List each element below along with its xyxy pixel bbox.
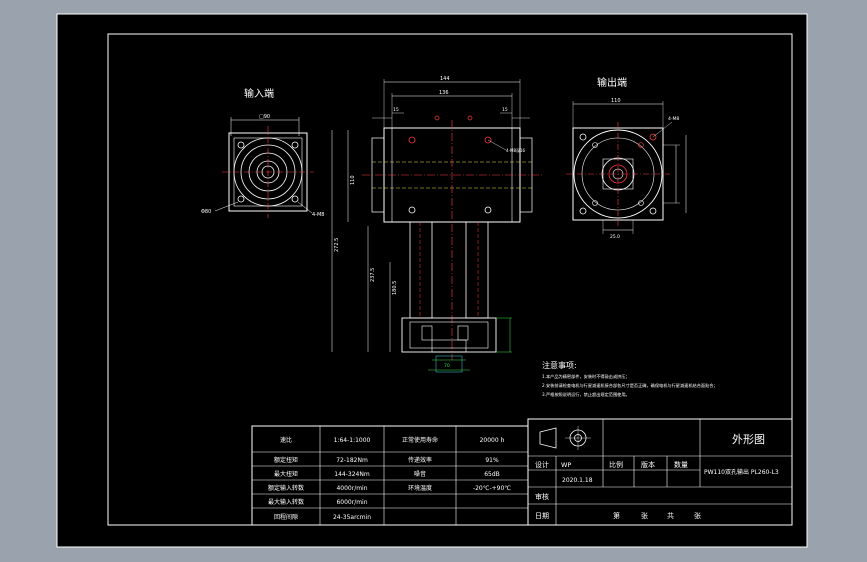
dim-height-total: 272.5 (334, 238, 340, 252)
sheet-text-4: 张 (694, 511, 701, 520)
designer-name: WP (561, 461, 571, 469)
dim-height-mid: 237.5 (370, 268, 376, 282)
dim-body-length: 136 (439, 90, 449, 96)
drawing-title: 外形图 (732, 433, 765, 446)
dim-body-height: 110 (350, 175, 356, 185)
notes-line-2: 2.安装前请检查电机与行星减速机接合部各尺寸是否正确，确保电机与行星减速机结合面… (542, 382, 718, 389)
review-label: 审核 (535, 492, 549, 501)
dim-output-key: 25.0 (610, 234, 620, 240)
scale-label: 比例 (609, 460, 623, 469)
dim-left-offset: 15 (393, 107, 399, 113)
dim-shaft-key: 70 (444, 363, 450, 369)
date-label: 日期 (535, 512, 549, 520)
spec-cell: 1:64-1:1000 (334, 437, 371, 444)
spec-cell: 72-182Nm (336, 457, 368, 464)
spec-cell: 环境温度 (408, 484, 432, 492)
spec-cell: 额定输入转数 (268, 484, 304, 492)
spec-cell: 最大扭矩 (274, 470, 298, 478)
dim-height-low: 180.5 (392, 281, 398, 295)
version-label: 版本 (641, 460, 655, 469)
spec-cell: 回程间隙 (274, 513, 298, 521)
dim-input-width: □90 (259, 114, 270, 120)
output-end-view: 输出端 110 4-M8 25.0 (566, 76, 687, 240)
sheet-text-3: 共 (667, 511, 674, 520)
spec-cell: 额定扭矩 (274, 456, 298, 464)
spec-cell: 正常使用寿命 (402, 436, 438, 444)
input-end-label: 输入端 (244, 87, 274, 100)
spec-cell: 65dB (484, 471, 500, 478)
spec-cell: 24-35arcmin (333, 514, 371, 521)
sheet-text-2: 张 (641, 511, 648, 520)
notes-line-3: 3.严格按照说明运行，禁止超出规定范围使用。 (542, 391, 630, 398)
dim-right-offset: 15 (502, 107, 508, 113)
spec-cell: 4000r/min (336, 485, 367, 492)
qty-label: 数量 (674, 460, 688, 469)
dim-body-holes: 4-M8深16 (506, 147, 526, 153)
design-date: 2020.1.18 (562, 477, 593, 484)
sheet-text-1: 第 (613, 511, 620, 520)
notes-block: 注意事项: 1.本产品为精密部件，安装时不得敲击或挤压； 2.安装前请检查电机与… (542, 360, 718, 398)
dim-input-pcd: Φ80 (201, 209, 211, 215)
dim-total-length: 144 (440, 76, 450, 82)
projection-symbol (539, 427, 557, 449)
spec-cell: 速比 (280, 436, 292, 444)
title-block: 外形图 设计 WP 2020.1.18 比例 版本 数量 PW110双孔输出 P… (527, 418, 793, 526)
output-end-label: 输出端 (597, 76, 627, 89)
spec-cell: 20000 h (480, 437, 505, 444)
spec-cell: 144-324Nm (334, 471, 370, 478)
notes-line-1: 1.本产品为精密部件，安装时不得敲击或挤压； (542, 373, 630, 380)
design-label: 设计 (535, 460, 549, 469)
spec-cell: 噪音 (414, 470, 426, 478)
spec-cell: 91% (485, 457, 499, 464)
dim-output-holes: 4-M8 (668, 116, 679, 122)
spec-cell: 传递效率 (408, 456, 432, 464)
spec-cell: 6000r/min (336, 499, 367, 506)
spec-cell: -20℃-+90℃ (473, 485, 511, 492)
dim-input-holes: 4-M8 (312, 212, 324, 218)
side-view: 144 136 15 15 272.5 237.5 180.5 110 (331, 76, 542, 373)
input-end-view: 输入端 □90 Φ80 4-M8 (201, 87, 324, 218)
spec-cell: 最大输入转数 (268, 498, 304, 506)
notes-title: 注意事项: (542, 360, 577, 370)
dim-output-width: 110 (611, 98, 621, 104)
part-name: PW110双孔输出 PL260-L3 (704, 468, 779, 476)
